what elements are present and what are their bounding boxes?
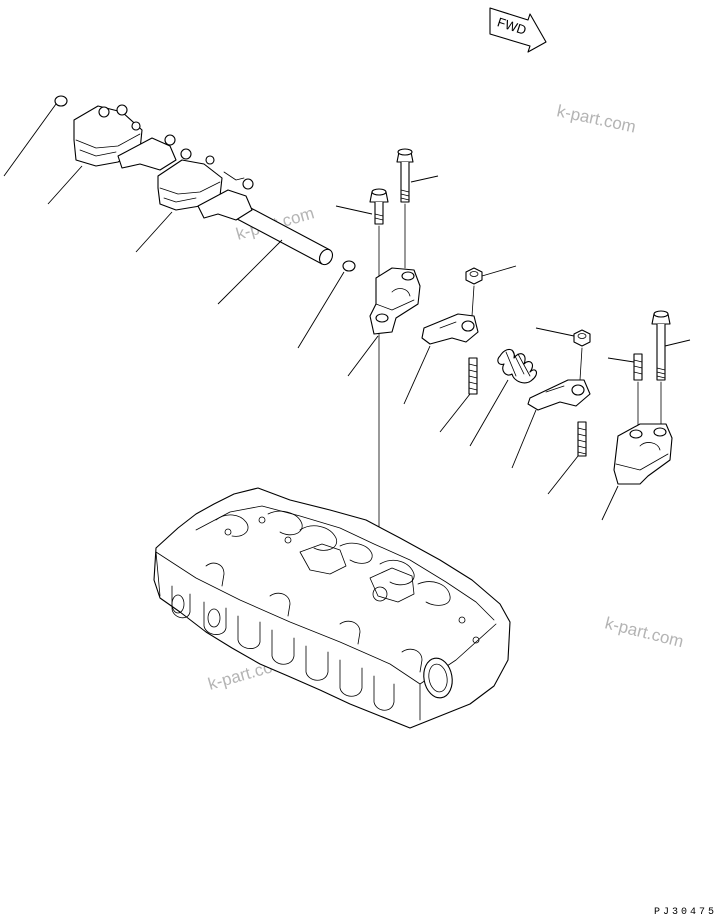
rocker-arm-2 [197,189,253,221]
support-bolt-long [396,148,414,203]
rocker-arm-1 [117,137,177,171]
adjusting-screw-2 [577,421,587,457]
drawing-code: PJ30475 [654,907,717,917]
forward-arrow-icon: FWD [489,7,547,53]
rocker-support-right [613,423,673,485]
rocker-arm-assembly [54,95,334,266]
watermark-top-right: k-part.com [555,101,637,136]
rocker-spring [497,348,538,384]
rocker-arm-detail-1 [421,313,479,345]
support-bolt-right [651,310,671,381]
end-plug-left [54,95,68,107]
end-plug-right [342,260,356,272]
adjusting-screw-1 [468,357,478,395]
adjusting-nut-2 [573,329,591,347]
stud-bolt [633,353,643,381]
cylinder-head [153,487,511,729]
rocker-support-center [369,267,421,335]
rocker-arm-detail-2 [527,379,591,411]
adjusting-nut-1 [465,267,483,285]
support-bolt-short [369,188,389,225]
watermark-right: k-part.com [603,613,686,651]
